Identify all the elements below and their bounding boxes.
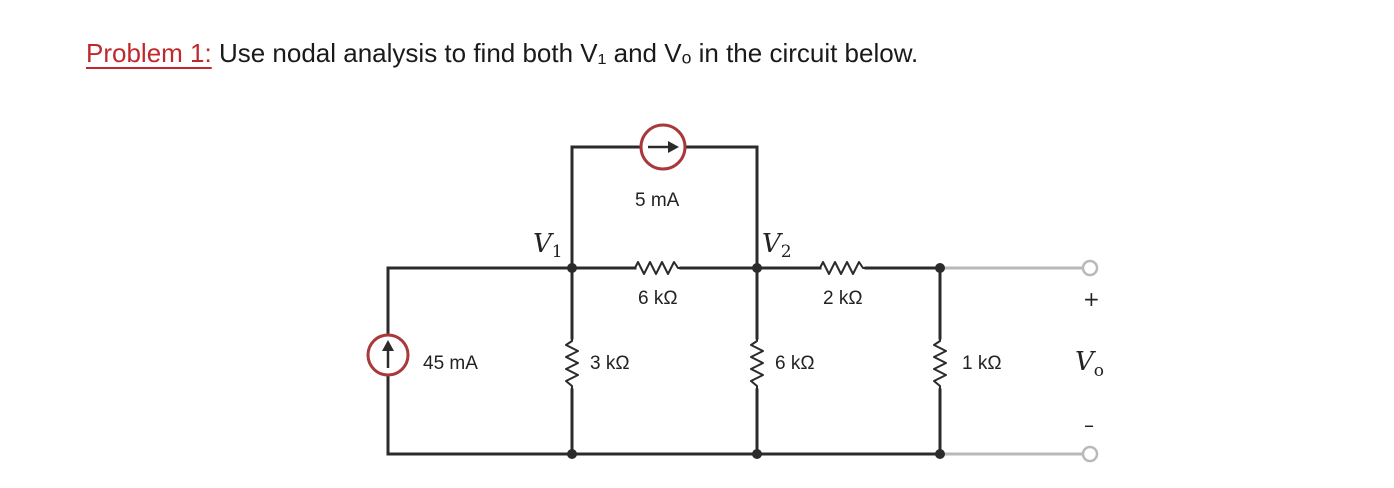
current-source-5ma [639,123,687,171]
junction-output-top [935,263,945,273]
label-1k: 1 kΩ [962,353,1002,374]
label-45ma: 45 mA [423,353,478,374]
label-2k: 2 kΩ [823,288,863,309]
label-3k: 3 kΩ [590,353,630,374]
resistor-2k [819,261,866,275]
output-voltage-label: Vo [1075,347,1104,381]
problem-label: Problem 1: [86,38,212,68]
resistor-6k-top [634,261,681,275]
output-plus-sign: + [1083,287,1100,311]
junction-v2-bottom [752,449,762,459]
label-6k-shunt: 6 kΩ [775,353,815,374]
label-5ma: 5 mA [635,190,680,211]
output-terminal-minus [1081,445,1099,463]
junction-output-bottom [935,449,945,459]
current-source-45ma [366,333,410,377]
junction-v2-top [752,263,762,273]
resistor-6k-shunt [750,338,764,390]
output-minus-sign: – [1084,413,1094,437]
junction-v1-bottom [567,449,577,459]
node-label-v1: V1 [533,229,563,262]
wire-5ma-loop [570,145,759,270]
output-terminal-plus [1081,259,1099,277]
node-label-v2: V2 [762,229,792,262]
label-6k-top: 6 kΩ [638,288,678,309]
resistor-3k [565,338,579,390]
problem-statement: Problem 1: Use nodal analysis to find bo… [86,38,918,69]
problem-text: Use nodal analysis to find both V₁ and V… [211,38,919,68]
junction-v1-top [567,263,577,273]
resistor-1k [933,338,947,390]
